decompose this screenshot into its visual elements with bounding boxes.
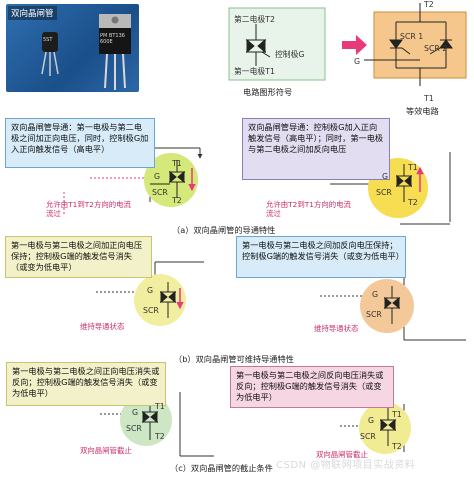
- watermark: CSDN @物联网项目实战资料: [276, 460, 416, 471]
- eq-t1-label: T1: [424, 94, 434, 103]
- equivalent-box: [373, 11, 467, 79]
- a-right-scr: SCR: [376, 188, 392, 197]
- section-a-right-note: 允许由T2到T1方向的电流流过: [266, 200, 351, 218]
- photo-label: 双向晶闸管: [8, 6, 57, 20]
- section-c-right-note: 双向晶闸管截止: [316, 450, 368, 459]
- section-b-left-note: 维持导通状态: [80, 322, 125, 331]
- a-left-g: G: [154, 172, 161, 181]
- section-a-left-text: 双向晶闸管导通：第一电极与第二电极之间加正向电压，同时，控制极G加入正向触发信号…: [5, 118, 155, 168]
- section-b-caption: （b）双向晶闸管可维持导通特性: [174, 354, 294, 364]
- c-left-t1: T1: [155, 402, 165, 411]
- section-b-left-text: 第一电极与第二电极之间加正向电压保持；控制极G端的触发信号消失（或变为低电平）: [5, 236, 152, 278]
- section-c-left-text: 第一电极与第二电极之间正向电压消失或反向；控制极G端的触发信号消失（或变为低电平…: [6, 362, 166, 406]
- a-left-t1: T1: [172, 159, 182, 168]
- symbol-box: [228, 7, 326, 81]
- highlight-b-left: [134, 274, 186, 326]
- c-left-g: G: [132, 408, 139, 417]
- a-right-g: G: [382, 172, 389, 181]
- large-transistor-body: [99, 28, 131, 54]
- device-a-right: [396, 164, 412, 202]
- eq-g-label: G: [354, 57, 361, 66]
- symbol-t1-label: 第一电极T1: [234, 67, 275, 76]
- section-a-right-text: 双向晶闸管导通：控制极G加入正向触发信号（高电平）；同时，第一电极与第二电极之间…: [242, 118, 390, 180]
- c-left-scr: SCR: [126, 424, 142, 433]
- device-c-right: [380, 408, 396, 446]
- a-right-t1: T1: [408, 163, 418, 172]
- highlight-c-right: [359, 402, 411, 454]
- b-right-scr: SCR: [366, 310, 382, 319]
- right-arrow: [342, 35, 367, 55]
- eq-scr1-label: SCR 1: [400, 32, 424, 41]
- symbol-t2-label: 第二电极T2: [234, 15, 275, 24]
- c-right-g: G: [368, 416, 375, 425]
- a-left-t2: T2: [172, 196, 182, 205]
- section-c-caption: （c）双向晶闸管的截止条件: [170, 463, 273, 473]
- section-b-right-text: 第一电极与第二电极之间加反向电压保持；控制极G端的触发信号消失（或变为低电平）: [236, 236, 406, 278]
- c-right-t1: T1: [392, 410, 402, 419]
- c-right-scr: SCR: [360, 432, 376, 441]
- transistor-photo: [6, 4, 139, 92]
- section-a-left-note: 允许由T1到T2方向的电流流过: [46, 200, 131, 218]
- a-left-scr: SCR: [152, 188, 168, 197]
- triac-symbol: [246, 24, 271, 66]
- section-c-left-note: 双向晶闸管截止: [80, 446, 132, 455]
- b-left-scr: SCR: [143, 306, 159, 315]
- equivalent-circuit: [364, 3, 453, 86]
- eq-scr2-label: SCR 2: [424, 44, 448, 53]
- symbol-g-label: 控制极G: [275, 50, 305, 59]
- device-c-left: [142, 400, 158, 440]
- c-left-t2: T2: [155, 432, 165, 441]
- b-left-g: G: [147, 286, 154, 295]
- small-transistor-body: [42, 32, 58, 52]
- b-right-g: G: [372, 290, 379, 299]
- section-a-caption: （a）双向晶闸管的导通特性: [172, 225, 276, 235]
- chip1-text: 5ST: [43, 37, 53, 43]
- device-b-right: [384, 286, 400, 324]
- a-right-t2: T2: [408, 198, 418, 207]
- section-b-right-note: 维持导通状态: [314, 324, 359, 333]
- equivalent-caption: 等效电路: [406, 106, 439, 116]
- c-right-t2: T2: [392, 442, 402, 451]
- chip2-text: PM BT136 600E: [100, 33, 125, 45]
- device-a-left: [150, 160, 185, 198]
- section-c-right-text: 第一电极与第二电极之间反向电压消失或反向；控制极G端的触发信号消失（或变为低电平…: [230, 366, 394, 408]
- eq-t2-label: T2: [424, 0, 434, 9]
- symbol-caption: 电路图形符号: [243, 87, 293, 97]
- device-b-left: [160, 282, 176, 318]
